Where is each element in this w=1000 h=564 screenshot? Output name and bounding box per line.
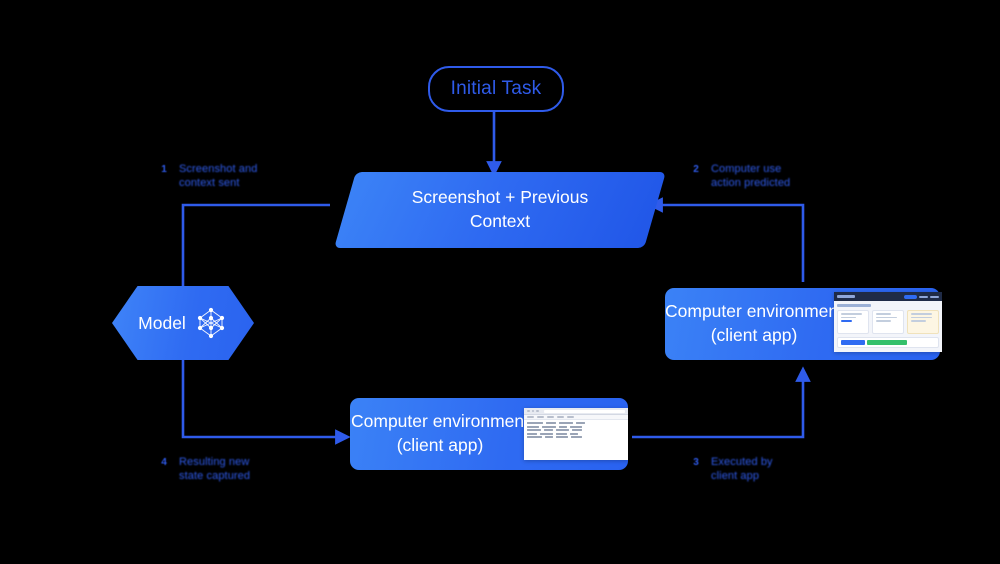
step-annotation-1: 1 Screenshot and context sent	[158, 162, 257, 191]
thumbnail-card-row	[837, 309, 939, 334]
env-bottom-label: Computer environment (client app)	[350, 398, 530, 470]
step-1-line2: context sent	[179, 177, 240, 190]
thumbnail-nav-button	[904, 294, 917, 299]
step-2-line1: Computer use	[711, 163, 782, 175]
model-node-shape	[112, 286, 254, 360]
spreadsheet-thumbnail	[524, 408, 628, 460]
thumbnail-address-bar	[543, 409, 625, 413]
thumbnail-body	[834, 301, 942, 352]
thumbnail-card	[872, 309, 904, 334]
thumbnail-progress-bar	[837, 336, 939, 348]
step-4-line1: Resulting new	[179, 456, 250, 468]
context-node-shape	[334, 172, 666, 248]
env-bottom-line1: Computer environment	[351, 411, 529, 432]
step-2-text: Computer use action predicted	[711, 162, 790, 191]
thumbnail-heading	[837, 304, 871, 307]
thumbnail-grid	[524, 420, 628, 460]
step-3-line1: Executed by	[711, 456, 773, 468]
wire-env-bottom-to-env-right	[632, 366, 811, 439]
initial-task-label: Initial Task	[450, 78, 542, 99]
step-1-line1: Screenshot and	[179, 163, 258, 175]
step-3-line2: client app	[711, 470, 760, 483]
thumbnail-menubar	[524, 415, 628, 420]
step-annotation-2: 2 Computer use action predicted	[690, 162, 790, 191]
thumbnail-logo	[837, 295, 855, 298]
step-1-number: 1	[161, 164, 167, 175]
dashboard-thumbnail	[834, 292, 942, 352]
env-right-line1: Computer environment	[665, 301, 843, 322]
step-2-number: 2	[693, 164, 699, 175]
thumbnail-navbar	[834, 292, 942, 301]
env-right-line2: (client app)	[710, 325, 798, 345]
env-bottom-line2: (client app)	[396, 435, 484, 455]
wire-model-to-env-bottom	[181, 352, 351, 445]
step-annotation-3: 3 Executed by client app	[690, 455, 773, 484]
wire-env-right-to-context	[647, 197, 805, 282]
thumbnail-nav-link	[919, 295, 928, 298]
step-4-text: Resulting new state captured	[179, 455, 250, 484]
thumbnail-browser-chrome	[524, 408, 628, 415]
step-2-line2: action predicted	[711, 177, 791, 190]
step-4-line2: state captured	[179, 470, 251, 483]
step-1-text: Screenshot and context sent	[179, 162, 257, 191]
step-4-number: 4	[161, 457, 167, 468]
step-3-text: Executed by client app	[711, 455, 773, 484]
step-3-number: 3	[693, 457, 699, 468]
initial-task-node: Initial Task	[428, 66, 564, 112]
step-annotation-4: 4 Resulting new state captured	[158, 455, 250, 484]
thumbnail-card	[907, 309, 939, 334]
env-right-label: Computer environment (client app)	[665, 288, 843, 360]
wire-context-to-model	[175, 203, 330, 305]
thumbnail-nav-link	[930, 295, 939, 298]
thumbnail-card	[837, 309, 869, 334]
